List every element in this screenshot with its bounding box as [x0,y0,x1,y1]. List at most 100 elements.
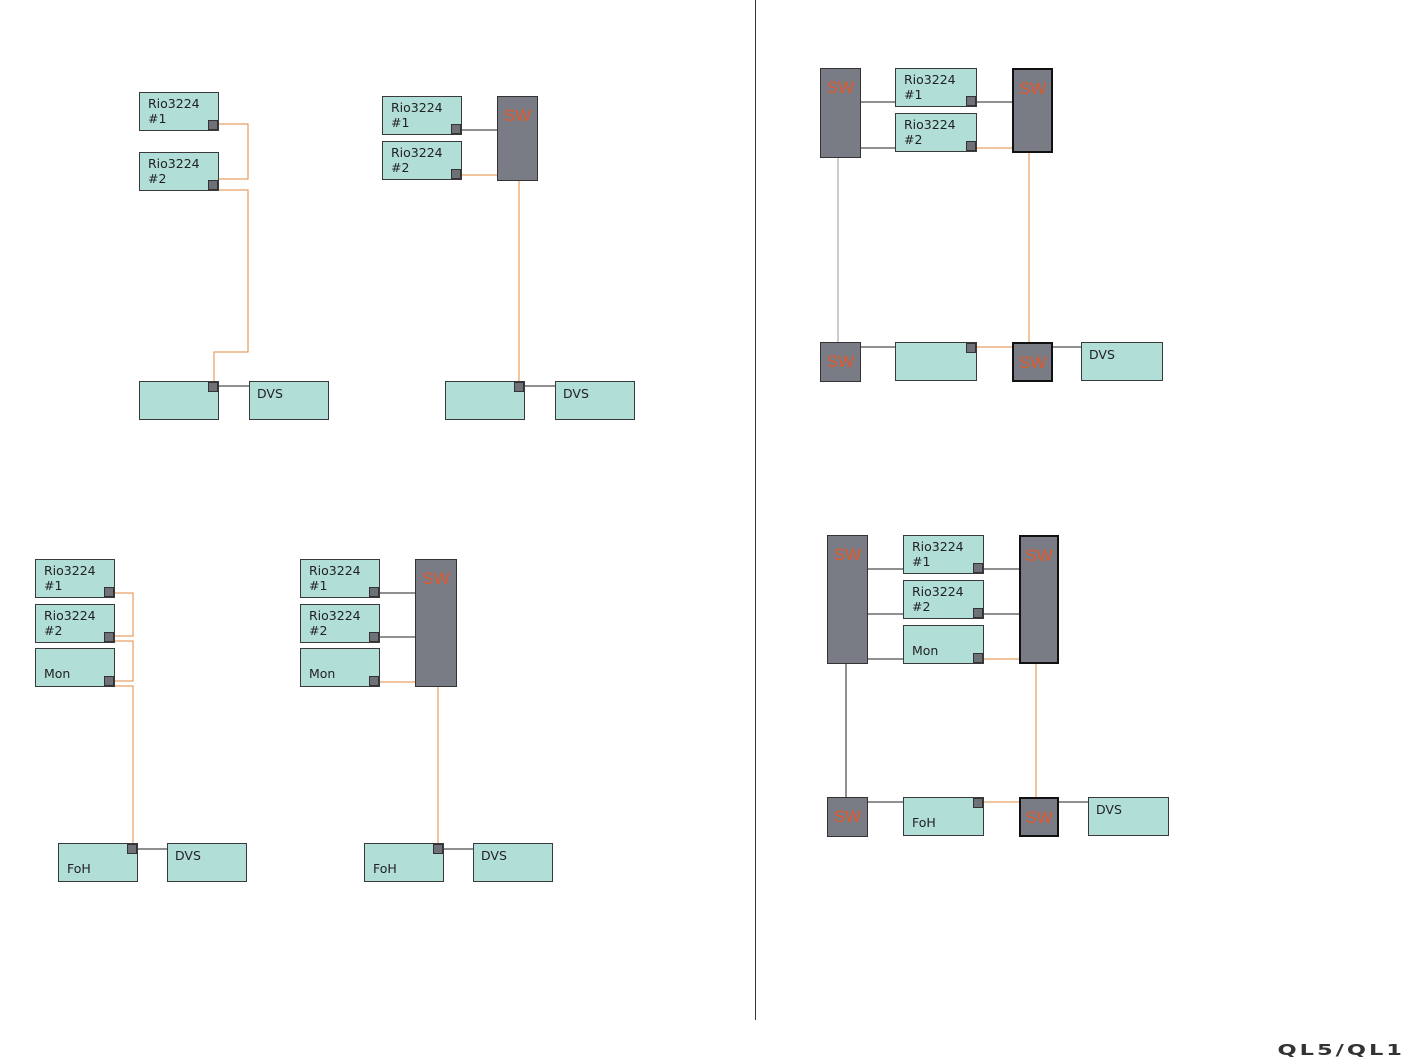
port-icon [973,608,983,618]
unit-number: #1 [44,578,63,593]
port-icon [104,587,114,597]
network-switch: SW [827,797,868,837]
dvs-unit: DVS [555,381,635,420]
foh-console-unit: FoH [903,797,984,836]
port-icon [451,124,461,134]
port-icon [966,343,976,353]
wire [115,592,134,637]
unit-label: Mon [912,643,939,658]
rio3224-2-unit: Rio3224 #2 [35,604,115,643]
port-icon [369,587,379,597]
unit-label: DVS [563,386,589,401]
switch-label: SW [826,352,855,371]
network-switch: SW [827,535,868,664]
wire [219,123,249,180]
unit-label: Mon [44,666,71,681]
switch-label: SW [833,545,862,564]
dvs-unit: DVS [249,381,329,420]
unit-label: Rio3224 [309,563,361,578]
unit-label: DVS [1096,802,1122,817]
rio3224-1-unit: Rio3224 #1 [382,96,462,135]
unit-label: DVS [257,386,283,401]
secondary-network-switch: SW [1019,797,1059,837]
network-switch: SW [820,342,861,382]
network-switch: SW [820,68,861,158]
unit-number: #2 [904,132,923,147]
unit-label: DVS [481,848,507,863]
unit-label: FoH [67,861,91,876]
port-icon [104,676,114,686]
port-icon [514,382,524,392]
mon-console-unit: Mon [903,625,984,664]
port-icon [451,169,461,179]
unit-number: #1 [904,87,923,102]
rio3224-1-unit: Rio3224 #1 [300,559,380,598]
unit-label: Rio3224 [44,563,96,578]
unit-label: DVS [1089,347,1115,362]
dvs-unit: DVS [473,843,553,882]
port-icon [369,676,379,686]
unit-number: #2 [391,160,410,175]
wire [213,189,249,382]
port-icon [127,844,137,854]
rio3224-1-unit: Rio3224 #1 [903,535,984,574]
port-icon [208,382,218,392]
switch-label: SW [1025,808,1053,827]
port-icon [104,632,114,642]
secondary-network-switch: SW [1012,68,1053,153]
unit-label: Mon [309,666,336,681]
unit-label: Rio3224 [912,539,964,554]
unit-number: #1 [148,111,167,126]
unit-label: Rio3224 [912,584,964,599]
rio3224-1-unit: Rio3224 #1 [895,68,977,107]
unit-number: #1 [309,578,328,593]
port-icon [433,844,443,854]
console-unit [445,381,525,420]
switch-label: SW [1018,353,1047,372]
unit-number: #1 [912,554,931,569]
unit-label: Rio3224 [44,608,96,623]
port-icon [966,141,976,151]
dvs-unit: DVS [1081,342,1163,381]
dvs-unit: DVS [1088,797,1169,836]
console-unit [895,342,977,381]
rio3224-2-unit: Rio3224 #2 [300,604,380,643]
page-divider [755,0,756,1020]
foh-console-unit: FoH [364,843,444,882]
port-icon [208,180,218,190]
unit-number: #2 [44,623,63,638]
unit-label: Rio3224 [148,156,200,171]
dvs-unit: DVS [167,843,247,882]
unit-label: Rio3224 [391,145,443,160]
port-icon [966,96,976,106]
rio3224-2-unit: Rio3224 #2 [382,141,462,180]
switch-label: SW [833,807,862,826]
rio3224-2-unit: Rio3224 #2 [139,152,219,191]
unit-number: #2 [148,171,167,186]
foh-console-unit: FoH [58,843,138,882]
unit-number: #2 [309,623,328,638]
network-switch: SW [415,559,457,687]
wire [115,685,134,844]
switch-label: SW [503,106,532,125]
unit-label: FoH [373,861,397,876]
rio3224-2-unit: Rio3224 #2 [895,113,977,152]
switch-label: SW [1025,546,1053,565]
product-logo: QL5/QL1 [1277,1041,1405,1059]
unit-label: DVS [175,848,201,863]
rio3224-1-unit: Rio3224 #1 [35,559,115,598]
wire [115,640,134,682]
rio3224-1-unit: Rio3224 #1 [139,92,219,131]
switch-label: SW [826,78,855,97]
secondary-network-switch: SW [1012,342,1053,382]
switch-label: SW [1018,79,1047,98]
unit-number: #2 [912,599,931,614]
switch-label: SW [422,569,450,588]
mon-console-unit: Mon [35,648,115,687]
port-icon [208,120,218,130]
rio3224-2-unit: Rio3224 #2 [903,580,984,619]
port-icon [369,632,379,642]
network-switch: SW [497,96,538,181]
